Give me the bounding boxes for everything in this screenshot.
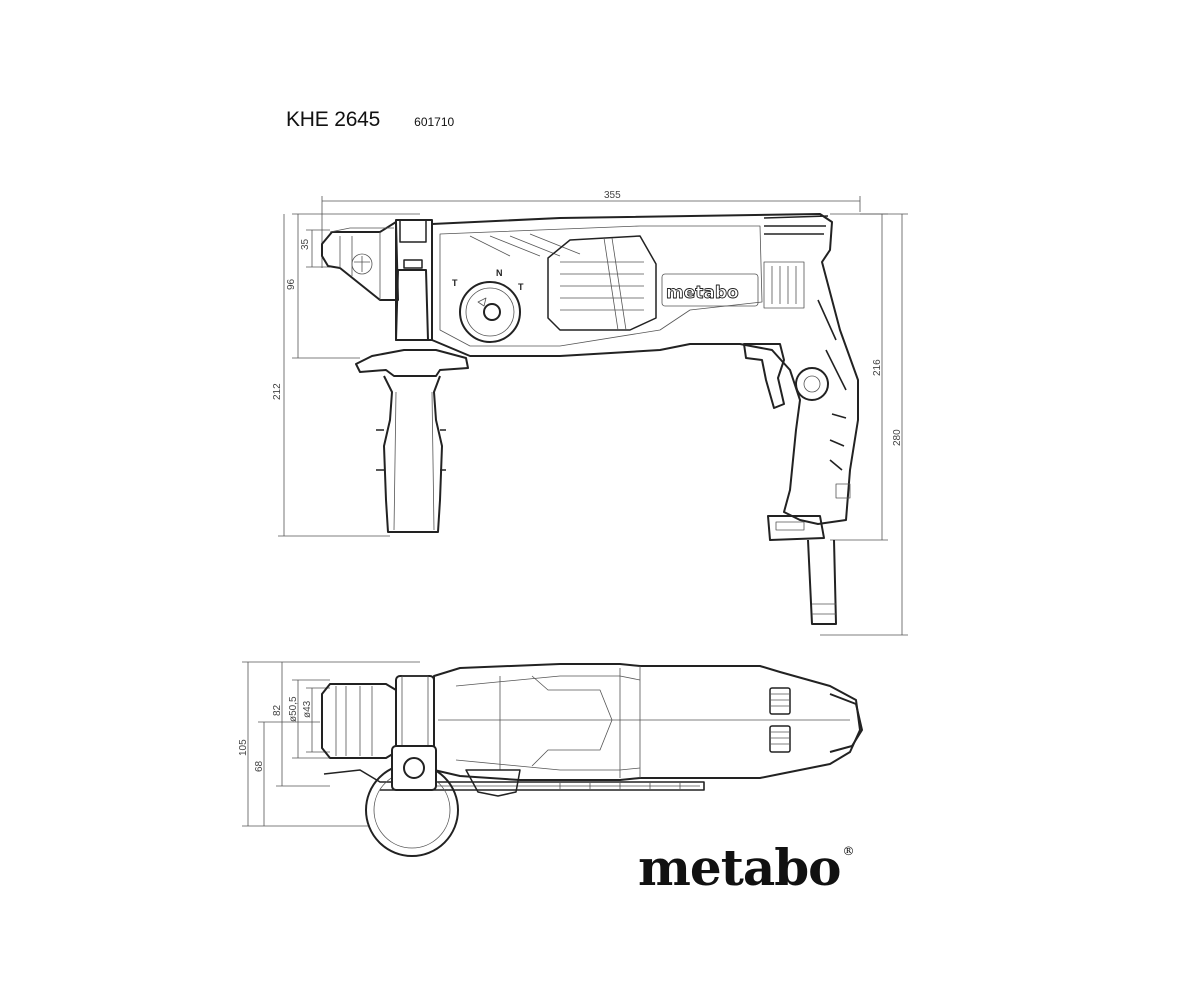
top-view-dimensions: 105 82 ø50,5 ø43 68 xyxy=(238,661,420,827)
header: KHE 2645 601710 xyxy=(286,108,454,132)
dim-length: 355 xyxy=(604,190,621,201)
dim-top-to-axis: 96 xyxy=(286,278,297,290)
dim-width-68: 68 xyxy=(254,760,265,772)
dim-width-82: 82 xyxy=(272,704,283,716)
dim-chuck-inner: ø43 xyxy=(302,700,313,718)
mode-label-n: N xyxy=(496,268,503,278)
side-view-dimensions: 355 35 96 212 216 280 xyxy=(272,190,908,636)
body-brand-label: metabo xyxy=(666,283,739,303)
dim-width-105: 105 xyxy=(238,739,249,756)
dim-total-height: 280 xyxy=(892,429,903,446)
mode-label-t2: T xyxy=(518,282,524,292)
dim-chuck-outer: ø50,5 xyxy=(288,696,299,722)
brand-name: metabo xyxy=(638,838,842,897)
article-number: 601710 xyxy=(414,115,455,129)
mode-label-t1: T xyxy=(452,278,458,288)
dim-chuck-height: 35 xyxy=(300,238,311,250)
registered-mark: ® xyxy=(842,844,855,858)
model-name: KHE 2645 xyxy=(286,108,381,131)
brand-logo: metabo® xyxy=(638,838,855,897)
dim-handle-height: 212 xyxy=(272,383,283,400)
drill-top-view xyxy=(321,663,863,857)
dim-top-to-grip: 216 xyxy=(872,359,883,376)
drill-side-view: metabo T N T xyxy=(321,213,859,625)
